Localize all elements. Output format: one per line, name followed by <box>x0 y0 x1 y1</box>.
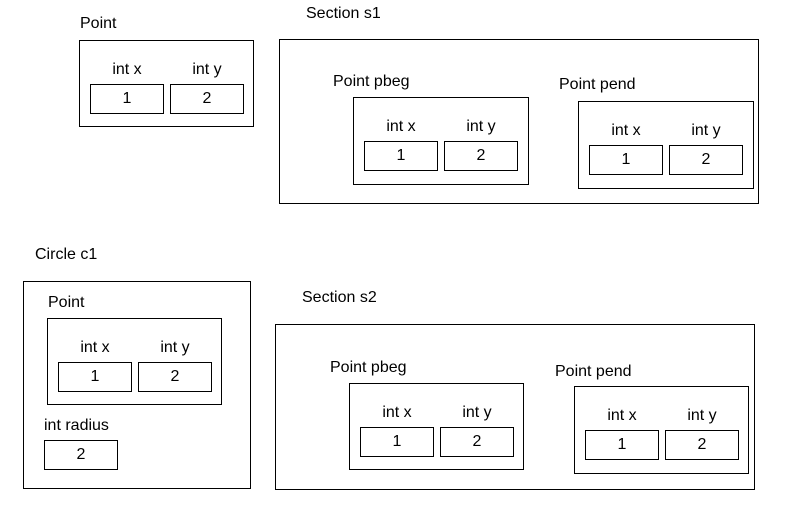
s1-pbeg-box: int x int y 1 2 <box>353 97 529 185</box>
s1-pend-x-label: int x <box>611 122 641 139</box>
c1-point-title: Point <box>48 294 85 311</box>
s1-pend-title: Point pend <box>559 76 636 93</box>
c1-point-x-value: 1 <box>58 362 132 392</box>
s1-pend-y-value: 2 <box>669 145 743 175</box>
c1-radius-value: 2 <box>44 440 118 470</box>
circle-c1-box <box>23 281 251 489</box>
s2-pbeg-y-value: 2 <box>440 427 514 457</box>
point-def-x-value: 1 <box>90 84 164 114</box>
s2-pend-y-value: 2 <box>665 430 739 460</box>
circle-c1-title: Circle c1 <box>35 246 98 263</box>
s1-pbeg-x-value: 1 <box>364 141 438 171</box>
point-def-y-label: int y <box>192 61 222 78</box>
point-def-title: Point <box>80 15 117 32</box>
s1-pend-y-label: int y <box>691 122 721 139</box>
s2-pbeg-x-label: int x <box>382 404 412 421</box>
s1-pend-box: int x int y 1 2 <box>578 101 754 189</box>
point-def-x-label: int x <box>112 61 142 78</box>
s2-pend-y-label: int y <box>687 407 717 424</box>
s2-pbeg-y-label: int y <box>462 404 492 421</box>
section-s1-title: Section s1 <box>306 5 381 22</box>
s1-pbeg-x-label: int x <box>386 118 416 135</box>
s1-pend-x-value: 1 <box>589 145 663 175</box>
c1-point-x-label: int x <box>80 339 110 356</box>
s2-pend-box: int x int y 1 2 <box>574 386 749 474</box>
c1-point-y-value: 2 <box>138 362 212 392</box>
c1-point-y-label: int y <box>160 339 190 356</box>
section-s2-title: Section s2 <box>302 289 377 306</box>
s2-pbeg-title: Point pbeg <box>330 359 407 376</box>
section-s1-box <box>279 39 759 204</box>
s1-pbeg-y-label: int y <box>466 118 496 135</box>
s2-pend-x-value: 1 <box>585 430 659 460</box>
s2-pend-title: Point pend <box>555 363 632 380</box>
point-def-box: int x int y 1 2 <box>79 40 254 127</box>
section-s2-box <box>275 324 755 490</box>
s1-pbeg-title: Point pbeg <box>333 73 410 90</box>
point-def-y-value: 2 <box>170 84 244 114</box>
c1-radius-label: int radius <box>44 417 109 434</box>
s1-pbeg-y-value: 2 <box>444 141 518 171</box>
c1-point-box: int x int y 1 2 <box>47 318 222 405</box>
s2-pbeg-box: int x int y 1 2 <box>349 383 524 470</box>
s2-pend-x-label: int x <box>607 407 637 424</box>
s2-pbeg-x-value: 1 <box>360 427 434 457</box>
